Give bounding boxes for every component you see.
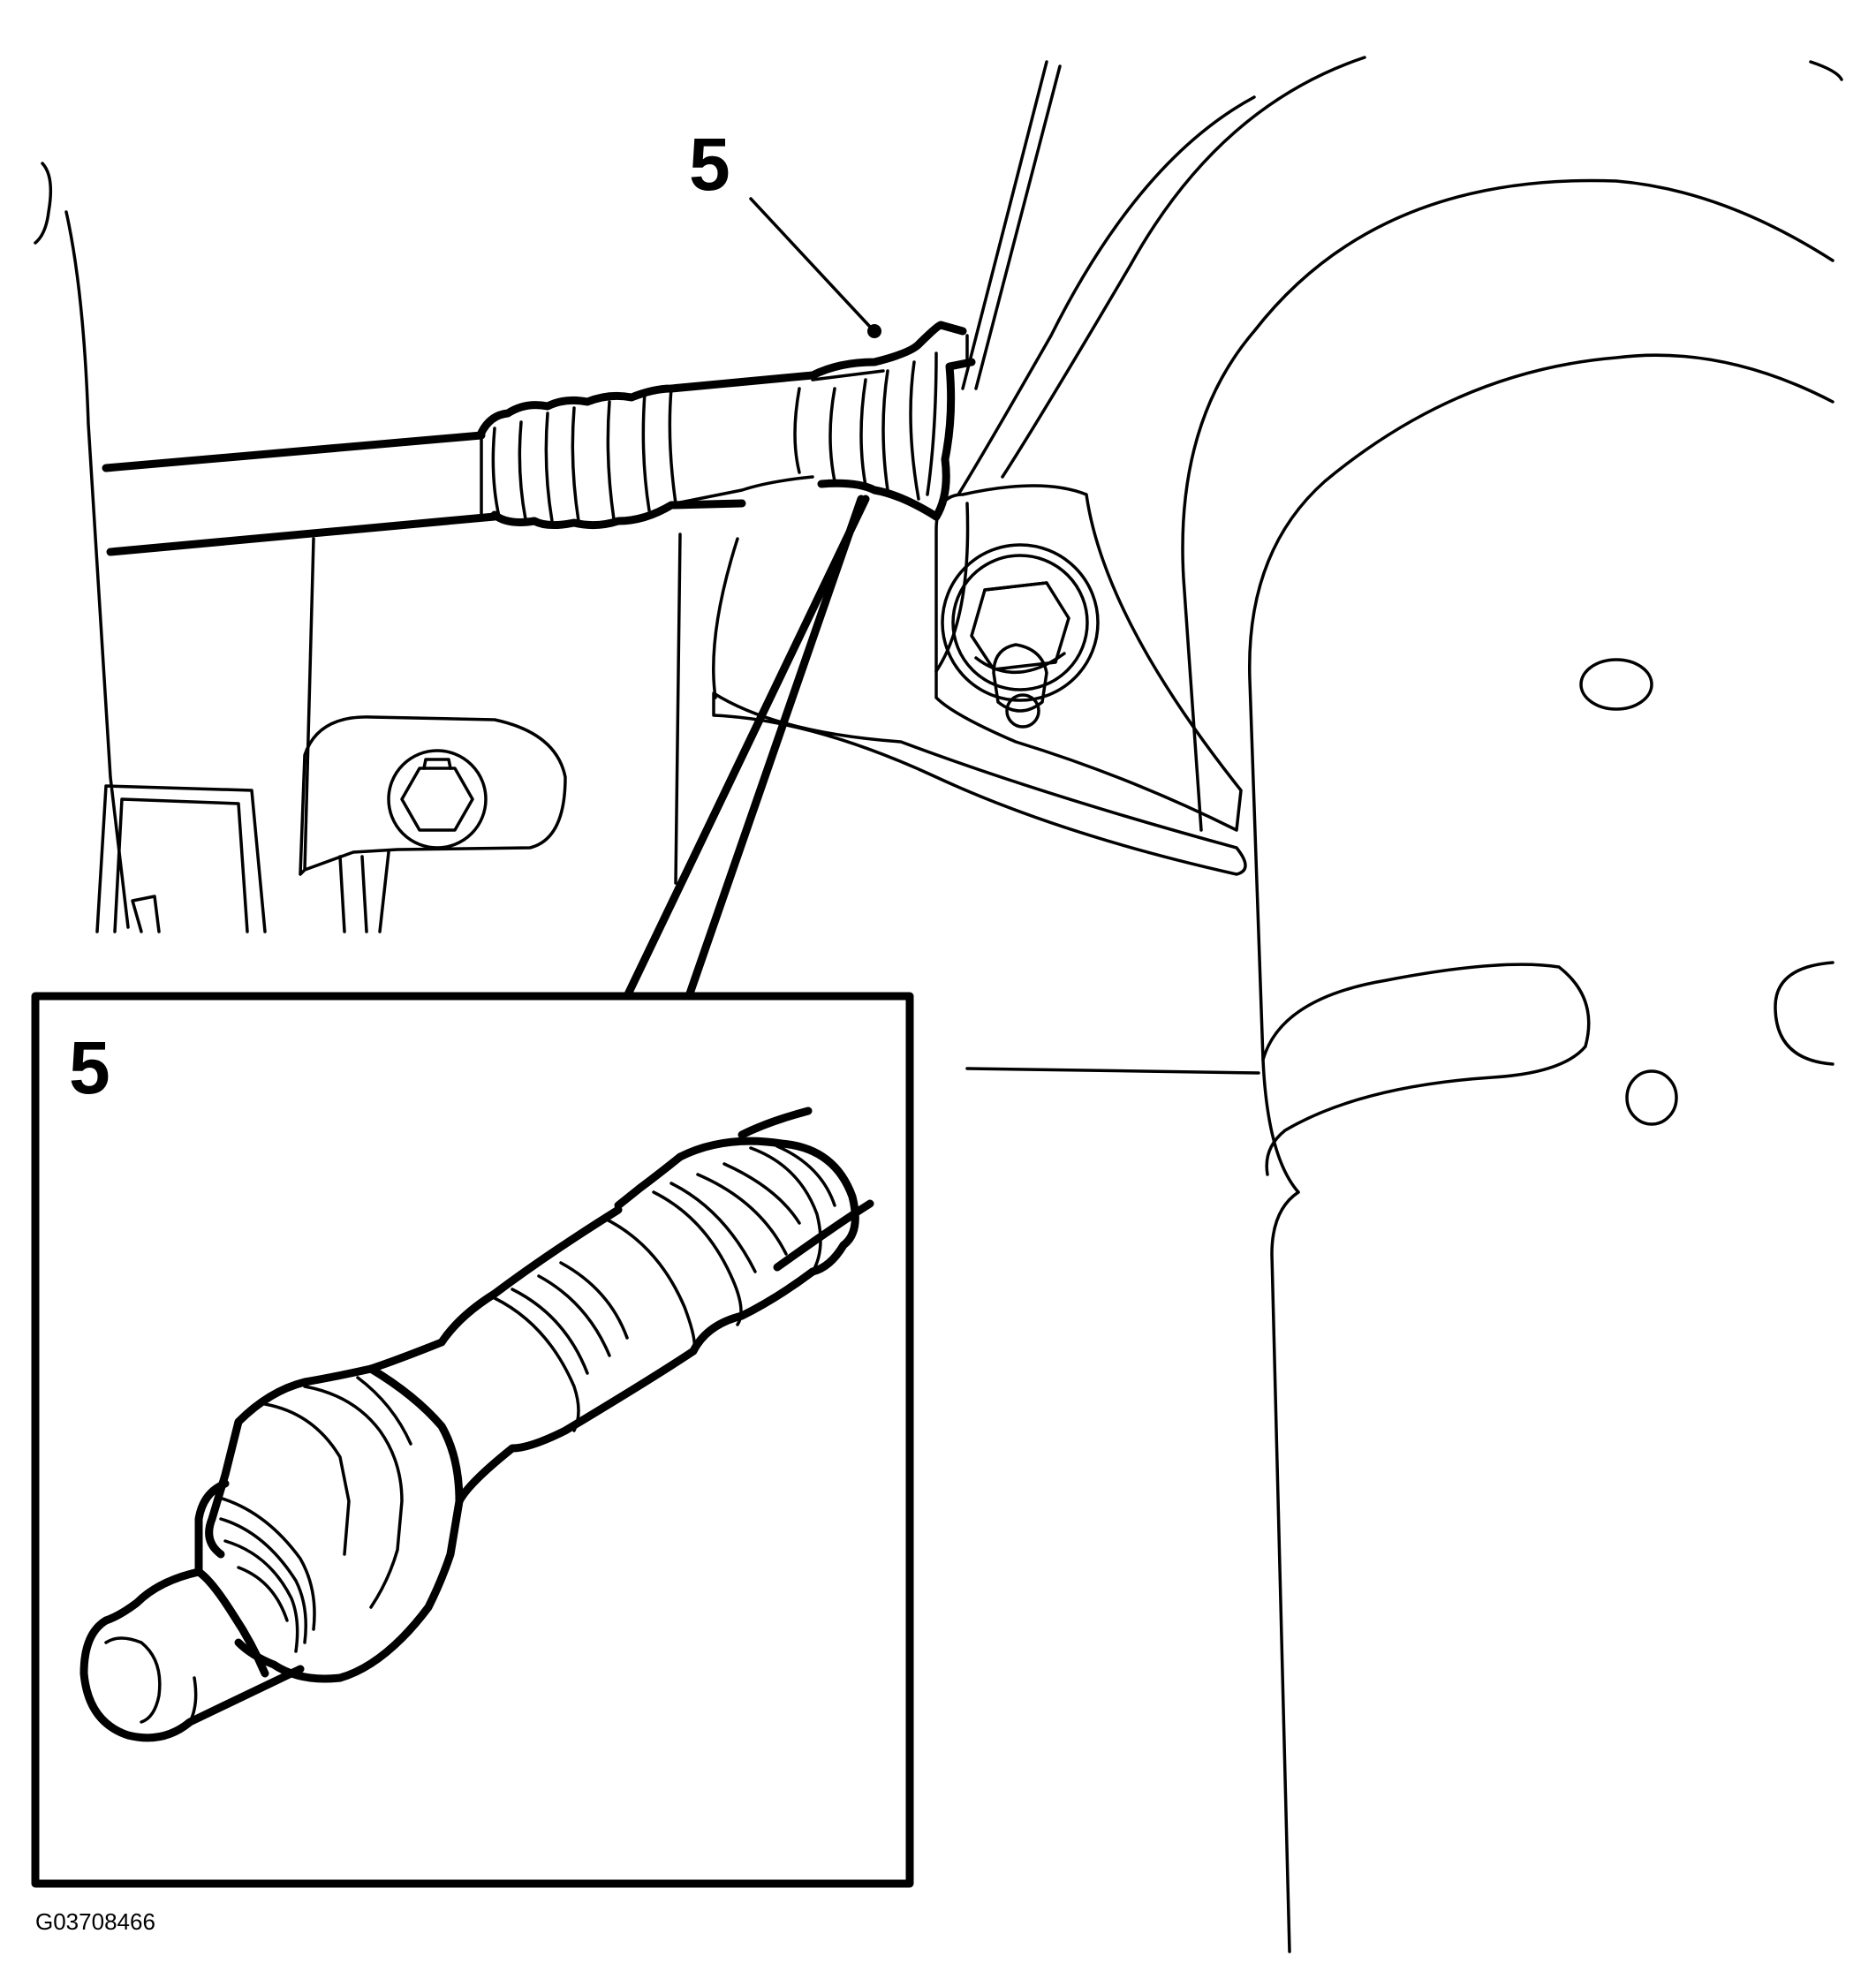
oxygen-sensor-detail <box>79 1107 874 1742</box>
leader-dot <box>867 324 881 338</box>
vehicle-structure <box>34 56 1843 1953</box>
detail-inset: 5 <box>31 992 914 1888</box>
zoom-indicator <box>623 495 870 1001</box>
callout-label-inset: 5 <box>69 1026 110 1109</box>
callout-label-main: 5 <box>689 123 730 206</box>
oxygen-sensor-installed <box>477 321 976 523</box>
figure-id: G03708466 <box>35 1908 155 1935</box>
main-callout: 5 <box>689 123 881 338</box>
exhaust-pipe <box>102 431 746 556</box>
